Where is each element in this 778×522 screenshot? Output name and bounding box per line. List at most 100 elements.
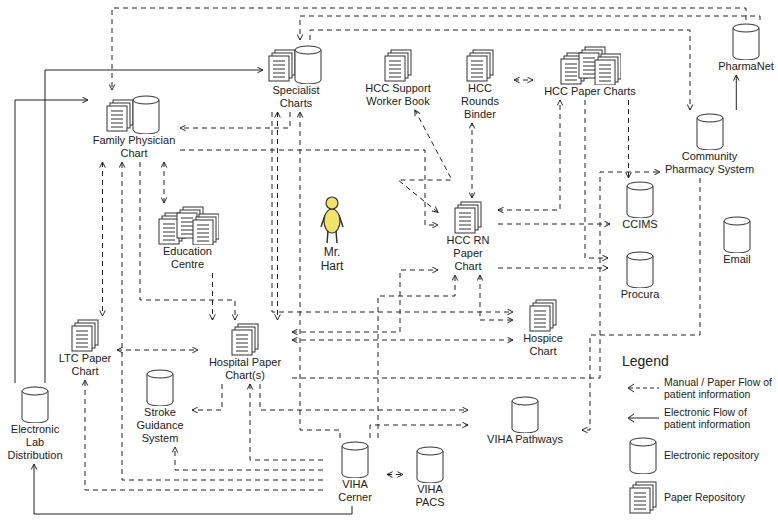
paper-flow xyxy=(398,110,452,212)
paper-flow xyxy=(140,162,235,320)
electronic-flow xyxy=(34,464,352,514)
node-label: Family Physician Chart xyxy=(90,134,178,160)
paper-flow xyxy=(192,384,222,410)
node-icon xyxy=(510,395,540,433)
paper-flow xyxy=(292,270,438,332)
paper-flow xyxy=(85,380,323,490)
dashed-arrow-sample xyxy=(623,381,663,395)
paper-icon xyxy=(465,48,495,82)
node-label: LTC Paper Chart xyxy=(55,352,115,378)
node-label: Procura xyxy=(620,288,661,301)
node-label: HCC Rounds Binder xyxy=(448,82,512,121)
node-icon xyxy=(317,195,347,245)
paper-flow xyxy=(300,16,760,40)
node-label: Education Centre xyxy=(150,245,225,271)
paper-flow xyxy=(180,150,438,225)
db-icon xyxy=(625,180,655,218)
node-icon xyxy=(625,250,655,288)
paper-flow xyxy=(378,275,455,438)
repository-node: Hospice Chart xyxy=(515,298,571,358)
repository-node: CCIMS xyxy=(612,180,668,231)
legend-row: Manual / Paper Flow of patient informati… xyxy=(622,376,774,400)
repository-node: HCC Support Worker Book xyxy=(362,48,434,108)
node-icon xyxy=(157,205,219,245)
repository-node: Procura xyxy=(610,250,670,301)
legend-sample xyxy=(622,436,664,474)
electronic-flow xyxy=(736,75,737,110)
node-icon xyxy=(415,445,445,483)
paper-flow xyxy=(117,350,198,351)
papers-icon xyxy=(157,205,219,245)
paper-flow xyxy=(164,162,165,203)
node-icon xyxy=(731,22,761,60)
legend-text: Manual / Paper Flow of patient informati… xyxy=(664,376,772,400)
paper-flow xyxy=(260,384,468,410)
node-icon xyxy=(453,200,483,234)
node-label: HCC RN Paper Chart xyxy=(440,234,496,273)
repository-node: HCC RN Paper Chart xyxy=(440,200,496,273)
node-label: Email xyxy=(722,253,752,266)
node-label: Hospital Paper Chart(s) xyxy=(200,356,290,382)
paper-flow xyxy=(292,340,513,341)
paper-flow xyxy=(480,275,513,320)
node-icon xyxy=(230,322,260,356)
node-icon xyxy=(267,42,325,84)
repository-node: HCC Paper Charts xyxy=(535,45,645,98)
node-icon xyxy=(528,298,558,332)
dbpaper-icon xyxy=(267,42,325,84)
db-icon xyxy=(722,215,752,253)
paper-flow xyxy=(102,162,103,316)
paper-flow xyxy=(180,112,290,128)
db-icon xyxy=(628,436,658,474)
repository-node: Electronic Lab Distribution xyxy=(3,385,67,462)
node-icon xyxy=(625,180,655,218)
paper-icon xyxy=(453,200,483,234)
paper-icon xyxy=(383,48,413,82)
legend-text: Paper Repository xyxy=(664,491,772,503)
node-icon xyxy=(559,45,621,85)
node-label: Electronic Lab Distribution xyxy=(3,423,67,462)
node-label: CCIMS xyxy=(621,218,658,231)
dbpaper-icon xyxy=(105,92,163,134)
node-label: Community Pharmacy System xyxy=(662,150,757,176)
repository-node: LTC Paper Chart xyxy=(55,318,115,378)
db-icon xyxy=(415,445,445,483)
papers-icon xyxy=(559,45,621,85)
repository-node: VIHA Pathways xyxy=(470,395,580,446)
db-icon xyxy=(145,368,175,406)
paper-flow xyxy=(212,273,213,320)
node-icon xyxy=(70,318,100,352)
node-label: VIHA Pathways xyxy=(486,433,564,446)
node-label: Hospice Chart xyxy=(515,332,571,358)
electronic-flow xyxy=(45,70,263,383)
node-label: VIHA PACS xyxy=(405,483,455,509)
legend-row: Paper Repository xyxy=(622,480,774,514)
repository-node: Email xyxy=(712,215,762,266)
paper-flow xyxy=(112,8,746,90)
node-label: HCC Support Worker Book xyxy=(362,82,434,108)
legend-sample xyxy=(622,381,664,395)
repository-node: Family Physician Chart xyxy=(90,92,178,160)
db-icon xyxy=(625,250,655,288)
paper-flow xyxy=(272,112,513,312)
node-label: Specialist Charts xyxy=(265,84,327,110)
legend-row: Electronic Flow of patient information xyxy=(622,406,774,430)
node-label: PharmaNet xyxy=(717,60,775,73)
legend-sample xyxy=(622,480,664,514)
repository-node: Hospital Paper Chart(s) xyxy=(200,322,290,382)
db-icon xyxy=(695,112,725,150)
node-label: HCC Paper Charts xyxy=(543,85,637,98)
legend-text: Electronic Flow of patient information xyxy=(664,406,772,430)
repository-node: Specialist Charts xyxy=(265,42,327,110)
db-icon xyxy=(731,22,761,60)
repository-node: Education Centre xyxy=(150,205,225,271)
paper-flow xyxy=(387,474,403,475)
repository-node: HCC Rounds Binder xyxy=(448,48,512,121)
node-icon xyxy=(145,368,175,406)
paper-icon xyxy=(230,322,260,356)
node-icon xyxy=(340,440,370,478)
node-icon xyxy=(105,92,163,134)
paper-flow xyxy=(472,123,473,198)
legend: LegendManual / Paper Flow of patient inf… xyxy=(622,352,774,514)
db-icon xyxy=(510,395,540,433)
